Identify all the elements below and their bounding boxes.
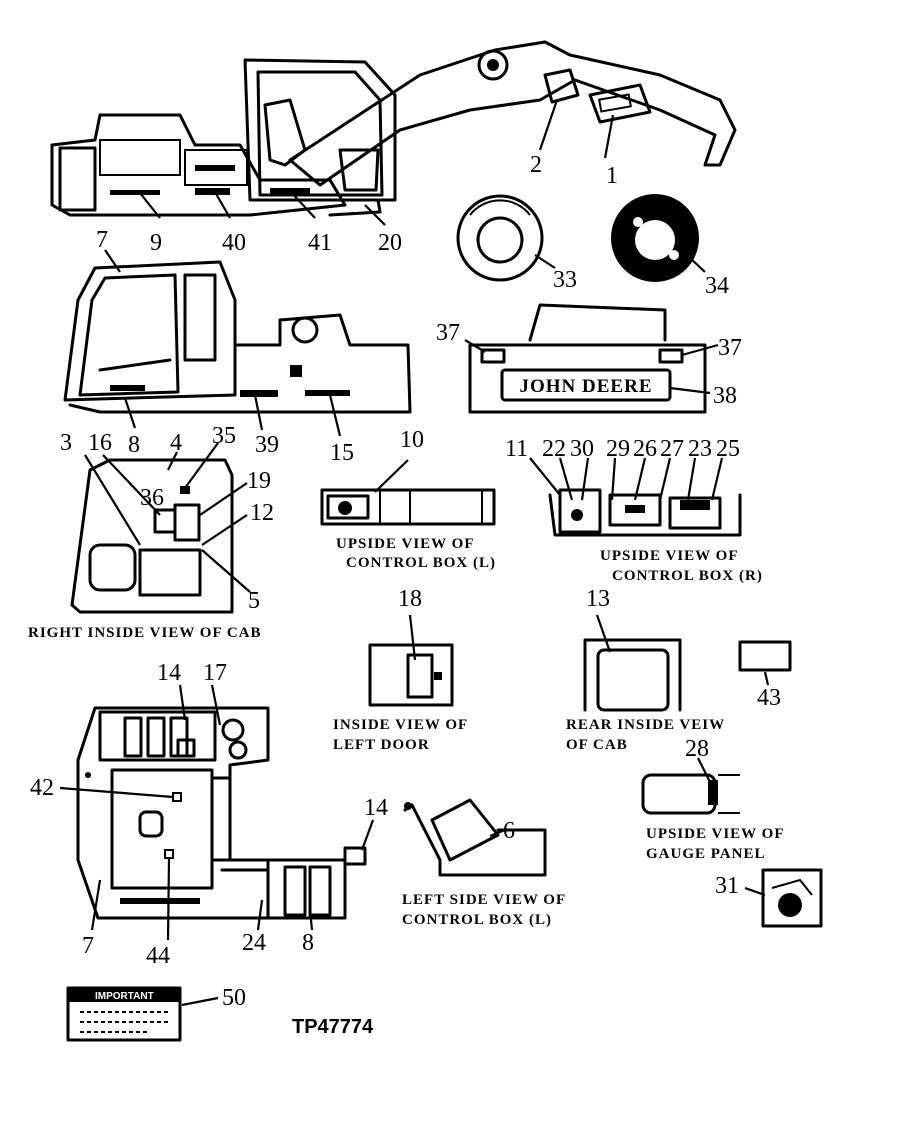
callout-37-left: 37: [436, 320, 460, 346]
callout-33: 33: [553, 267, 577, 293]
callout-2: 2: [530, 152, 542, 178]
cab-upper-structure: [63, 260, 412, 414]
callout-16: 16: [88, 430, 112, 456]
callout-26: 26: [633, 436, 657, 462]
callout-50: 50: [222, 985, 246, 1011]
rear-inside-cab-view: [583, 638, 682, 712]
important-decal: IMPORTANT: [66, 986, 182, 1042]
caption-control-box-l-line1: UPSIDE VIEW OF: [336, 536, 474, 552]
callout-31: 31: [715, 873, 739, 899]
callout-3: 3: [60, 430, 72, 456]
callout-19: 19: [247, 468, 271, 494]
callout-41: 41: [308, 230, 332, 256]
round-decal-34: [611, 194, 699, 282]
callout-30: 30: [570, 436, 594, 462]
callout-36: 36: [140, 485, 164, 511]
gauge-panel-upside: [641, 773, 740, 815]
callout-20: 20: [378, 230, 402, 256]
callout-18: 18: [398, 586, 422, 612]
callout-29: 29: [606, 436, 630, 462]
decal-43: [738, 640, 792, 672]
cab-interior-bottom: [76, 706, 367, 920]
callout-6: 6: [503, 818, 515, 844]
excavator-side-view: [50, 40, 737, 217]
callout-38: 38: [713, 383, 737, 409]
callout-42: 42: [30, 775, 54, 801]
callout-7-top: 7: [96, 227, 108, 253]
callout-44: 44: [146, 943, 170, 969]
callout-25: 25: [716, 436, 740, 462]
callout-11: 11: [505, 436, 528, 462]
callout-7-bottom: 7: [82, 933, 94, 959]
callout-14-top: 14: [157, 660, 181, 686]
john-deere-decal: JOHN DEERE: [520, 376, 653, 397]
important-decal-title: IMPORTANT: [95, 991, 154, 1002]
callout-28: 28: [685, 736, 709, 762]
callout-9: 9: [150, 230, 162, 256]
caption-right-inside-cab: RIGHT INSIDE VIEW OF CAB: [28, 625, 262, 641]
callout-15: 15: [330, 440, 354, 466]
callout-1: 1: [606, 163, 618, 189]
callout-43: 43: [757, 685, 781, 711]
callout-39: 39: [255, 432, 279, 458]
left-door-view: [368, 643, 454, 707]
left-side-control-box: [403, 798, 547, 877]
caption-control-box-r-line1: UPSIDE VIEW OF: [600, 548, 738, 564]
caption-left-side-box-line2: CONTROL BOX (L): [402, 912, 552, 928]
callout-23: 23: [688, 436, 712, 462]
callout-22: 22: [542, 436, 566, 462]
control-box-left-upside: [320, 488, 496, 526]
callout-27: 27: [660, 436, 684, 462]
figure-id: TP47774: [292, 1016, 374, 1038]
round-decal-33: [456, 194, 544, 282]
caption-left-door-line1: INSIDE VIEW OF: [333, 717, 468, 733]
callout-17: 17: [203, 660, 227, 686]
caption-left-side-box-line1: LEFT SIDE VIEW OF: [402, 892, 566, 908]
callout-10: 10: [400, 427, 424, 453]
callout-14-right: 14: [364, 795, 388, 821]
caption-gauge-panel-line2: GAUGE PANEL: [646, 846, 765, 862]
callout-4: 4: [170, 430, 182, 456]
callout-40: 40: [222, 230, 246, 256]
callout-8-bottom: 8: [302, 930, 314, 956]
callout-13: 13: [586, 586, 610, 612]
right-inside-cab-view: [70, 458, 234, 614]
caption-rear-cab-line2: OF CAB: [566, 737, 628, 753]
caption-rear-cab-line1: REAR INSIDE VEIW: [566, 717, 725, 733]
control-box-right-upside: [548, 488, 742, 537]
callout-5: 5: [248, 588, 260, 614]
caption-gauge-panel-line1: UPSIDE VIEW OF: [646, 826, 784, 842]
callout-8-top: 8: [128, 432, 140, 458]
caption-control-box-r-line2: CONTROL BOX (R): [612, 568, 763, 584]
callout-35: 35: [212, 423, 236, 449]
callout-24: 24: [242, 930, 266, 956]
callout-34: 34: [705, 273, 729, 299]
caption-left-door-line2: LEFT DOOR: [333, 737, 430, 753]
counterweight: JOHN DEERE: [468, 303, 707, 414]
callout-12: 12: [250, 500, 274, 526]
decal-31: [761, 868, 823, 928]
caption-control-box-l-line2: CONTROL BOX (L): [346, 555, 496, 571]
callout-37-right: 37: [718, 335, 742, 361]
